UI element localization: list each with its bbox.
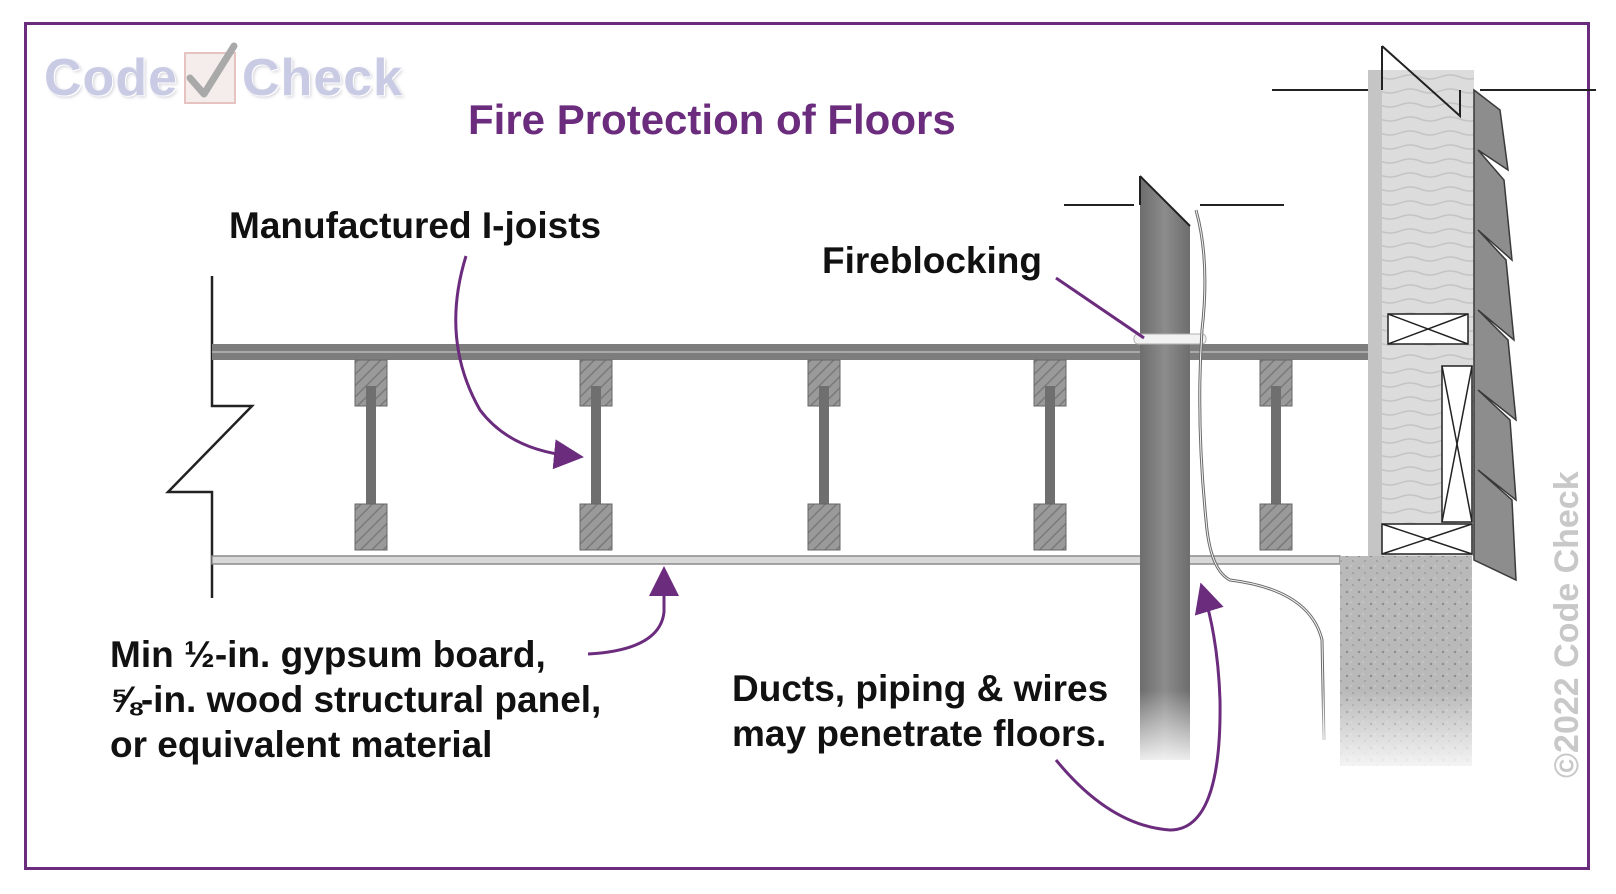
label-fireblocking: Fireblocking	[822, 240, 1042, 281]
i-joist	[579, 359, 613, 551]
logo-word-check: Check	[242, 49, 404, 107]
label-penetrations-line-1: Ducts, piping & wires	[732, 668, 1109, 709]
i-joists	[354, 359, 1293, 551]
label-penetrations: Ducts, piping & wires may penetrate floo…	[732, 666, 1108, 756]
checkmark-icon	[184, 42, 238, 104]
penetrations-arrow	[1054, 582, 1224, 832]
code-check-logo: Code Check	[44, 42, 404, 108]
i-joist	[354, 359, 388, 551]
break-line	[165, 276, 255, 598]
fireblocking-seal	[1133, 333, 1207, 345]
diagram-title: Fire Protection of Floors	[468, 96, 956, 143]
label-manufactured-i-joists: Manufactured I-joists	[229, 205, 602, 246]
fireblocking-leader	[1055, 276, 1145, 340]
label-ceiling-line-1: Min ½-in. gypsum board,	[110, 634, 546, 675]
i-joist	[1259, 359, 1293, 551]
label-ceiling-line-3: or equivalent material	[110, 724, 493, 765]
i-joist	[807, 359, 841, 551]
label-penetrations-line-2: may penetrate floors.	[732, 713, 1107, 754]
label-ceiling-material: Min ½-in. gypsum board, ⅝-in. wood struc…	[110, 632, 601, 767]
label-ceiling-line-2: ⅝-in. wood structural panel,	[110, 679, 602, 720]
joists-arrow	[454, 255, 584, 470]
logo-word-code: Code	[44, 49, 178, 107]
exterior-wall	[1272, 45, 1596, 780]
wire	[1194, 209, 1326, 741]
vertical-pipe	[1064, 175, 1284, 760]
ceiling-arrow	[587, 566, 679, 656]
copyright-watermark: ©2022 Code Check	[1548, 471, 1586, 778]
i-joist	[1033, 359, 1067, 551]
